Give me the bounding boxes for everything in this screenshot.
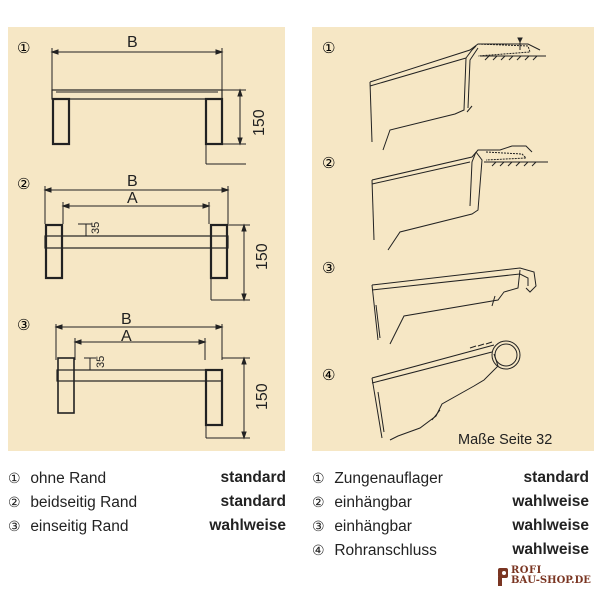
figure-3-einseitig-rand: [54, 324, 250, 440]
figure-1-ohne-rand: [50, 48, 246, 165]
logo-mark-icon: [498, 568, 508, 586]
legend-value: wahlweise: [209, 517, 286, 534]
legend-label: Rohranschluss: [334, 542, 437, 559]
profile-1-zungenauflager: [369, 37, 546, 151]
fig1-dim-height: 150: [251, 109, 268, 136]
fig2-dim-a: A: [127, 190, 138, 207]
legend-num: ②: [312, 494, 325, 510]
legend-label: einhängbar: [334, 494, 412, 511]
legend-right-row-1: ① Zungenauflager standard: [312, 466, 589, 490]
legend-value: standard: [220, 493, 286, 510]
legend-num: ②: [8, 494, 21, 510]
legend-right-row-4: ④ Rohranschluss wahlweise: [312, 538, 589, 562]
legend-value: standard: [220, 469, 286, 486]
profile1-number: ①: [322, 39, 335, 57]
left-diagram-panel: [8, 27, 285, 451]
fig3-dim-b: B: [121, 311, 132, 328]
logo-line-1: ROFI: [511, 565, 542, 576]
fig2-number: ②: [17, 175, 30, 193]
legend-label: einseitig Rand: [30, 518, 129, 535]
legend-left-row-2: ② beidseitig Rand standard: [8, 490, 286, 514]
right-diagram-panel: [312, 27, 594, 451]
legend-label: ohne Rand: [30, 470, 107, 487]
profile4-number: ④: [322, 366, 335, 384]
fig3-dim-35: 35: [95, 356, 107, 368]
legend-left: ① ohne Rand standard ② beidseitig Rand s…: [8, 466, 286, 566]
legend-num: ③: [8, 518, 21, 534]
legend-label: beidseitig Rand: [30, 494, 138, 511]
legend-value: wahlweise: [512, 517, 589, 534]
figure-2-beidseitig-rand: [43, 186, 250, 302]
legend-right-row-2: ② einhängbar wahlweise: [312, 490, 589, 514]
fig2-dim-b: B: [127, 173, 138, 190]
fig3-dim-a: A: [121, 328, 132, 345]
legend-num: ④: [312, 542, 325, 558]
page-reference-note: Maße Seite 32: [458, 432, 552, 448]
legend-label: einhängbar: [334, 518, 412, 535]
legend-left-row-1: ① ohne Rand standard: [8, 466, 286, 490]
legend-value: wahlweise: [512, 541, 589, 558]
fig2-dim-height: 150: [254, 243, 271, 270]
legend-right-row-3: ③ einhängbar wahlweise: [312, 514, 589, 538]
profile-4-rohranschluss: [371, 340, 521, 441]
profi-bau-shop-logo: ROFI BAU-SHOP.DE: [497, 565, 597, 595]
profile-2-einhaengbar: [371, 145, 548, 251]
legend-label: Zungenauflager: [334, 470, 443, 487]
legend-left-row-3: ③ einseitig Rand wahlweise: [8, 514, 286, 538]
profile3-number: ③: [322, 259, 335, 277]
legend-num: ①: [312, 470, 325, 486]
fig1-number: ①: [17, 39, 30, 57]
fig1-dim-b: B: [127, 34, 138, 51]
legend-num: ③: [312, 518, 325, 534]
legend-right: ① Zungenauflager standard ② einhängbar w…: [312, 466, 589, 566]
legend-num: ①: [8, 470, 21, 486]
profile-3-einhaengbar: [371, 267, 537, 345]
legend-value: standard: [523, 469, 589, 486]
logo-line-2: BAU-SHOP.DE: [511, 575, 591, 586]
fig3-dim-height: 150: [254, 383, 271, 410]
profile2-number: ②: [322, 154, 335, 172]
fig3-number: ③: [17, 316, 30, 334]
legend-value: wahlweise: [512, 493, 589, 510]
fig2-dim-35: 35: [90, 222, 102, 234]
